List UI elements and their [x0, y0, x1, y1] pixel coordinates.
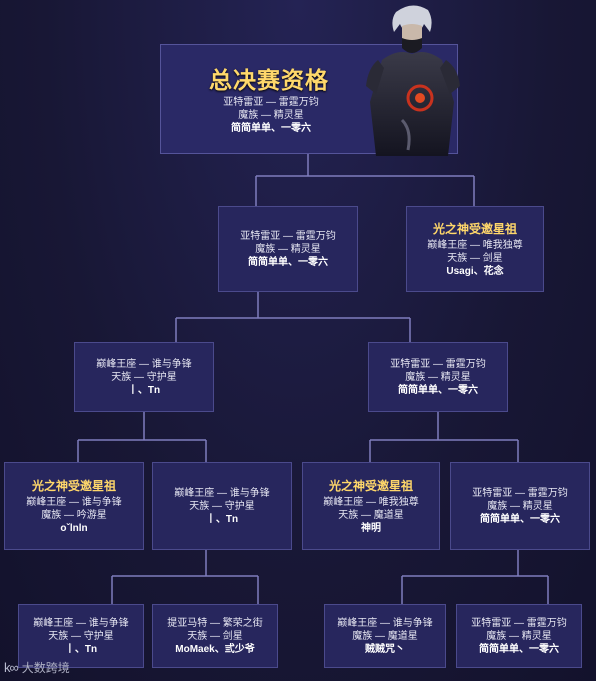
level4-box-1-line-1: 巅峰王座 — 谁与争锋 — [33, 617, 129, 629]
hero-character-image — [366, 5, 460, 156]
level1-right-line-2: 天族 — 剑星 — [447, 253, 503, 264]
level3-box-4: 亚特雷亚 — 雷霆万钧 魔族 — 精灵星 简简单单、一零六 — [450, 462, 590, 550]
level4-box-2-line-2: 天族 — 剑星 — [187, 630, 243, 642]
level1-left-box: 亚特雷亚 — 雷霆万钧 魔族 — 精灵星 简简单单、一零六 — [218, 206, 358, 292]
level1-right-title: 光之神受邀星祖 — [432, 222, 517, 236]
kk-logo-icon: k∞ — [4, 660, 19, 675]
level4-box-1-line-2: 天族 — 守护星 — [48, 630, 114, 642]
watermark-logo: k∞ 大数跨境 — [4, 659, 70, 676]
level4-box-1-players: 丨、Tn — [64, 643, 98, 655]
level3-box-1: 光之神受邀星祖 巅峰王座 — 谁与争锋 魔族 — 吟游星 oˇlnln — [4, 462, 144, 550]
level4-box-3-players: 贼贼咒丶 — [365, 643, 405, 655]
level3-box-3: 光之神受邀星祖 巅峰王座 — 唯我独尊 天族 — 魔道星 神明 — [302, 462, 440, 550]
level2-left-line-2: 天族 — 守护星 — [111, 371, 177, 383]
level3-box-4-line-2: 魔族 — 精灵星 — [487, 500, 553, 512]
level3-box-3-line-1: 巅峰王座 — 唯我独尊 — [323, 497, 419, 508]
level1-left-players: 简简单单、一零六 — [248, 256, 328, 268]
level3-box-3-title: 光之神受邀星祖 — [328, 479, 413, 493]
level4-box-2-players: MoMaek、弎少爷 — [175, 643, 255, 655]
level4-box-4-players: 简简单单、一零六 — [479, 643, 559, 655]
watermark-text: 大数跨境 — [21, 661, 70, 675]
level3-box-1-line-2: 魔族 — 吟游星 — [41, 510, 107, 521]
level2-right-box: 亚特雷亚 — 雷霆万钧 魔族 — 精灵星 简简单单、一零六 — [368, 342, 508, 412]
level3-box-1-line-1: 巅峰王座 — 谁与争锋 — [26, 497, 122, 508]
level1-right-players: Usagi、花念 — [446, 266, 504, 277]
level3-box-3-line-2: 天族 — 魔道星 — [338, 510, 404, 521]
level4-box-2: 提亚马特 — 繁荣之街 天族 — 剑星 MoMaek、弎少爷 — [152, 604, 278, 668]
root-line-2: 魔族 — 精灵星 — [238, 109, 304, 121]
level2-left-line-1: 巅峰王座 — 谁与争锋 — [96, 358, 192, 370]
final-qualification-title: 总决赛资格 — [209, 66, 329, 93]
level1-left-line-1: 亚特雷亚 — 雷霆万钧 — [240, 230, 336, 242]
level3-box-2-line-2: 天族 — 守护星 — [189, 500, 255, 512]
level4-box-2-line-1: 提亚马特 — 繁荣之街 — [167, 617, 263, 629]
level1-right-box: 光之神受邀星祖 巅峰王座 — 唯我独尊 天族 — 剑星 Usagi、花念 — [406, 206, 544, 292]
level3-box-2-line-1: 巅峰王座 — 谁与争锋 — [174, 487, 270, 499]
level4-box-3-line-2: 魔族 — 魔道星 — [352, 630, 418, 642]
level3-box-1-title: 光之神受邀星祖 — [31, 479, 116, 493]
level2-right-line-2: 魔族 — 精灵星 — [405, 371, 471, 383]
level4-box-3-line-1: 巅峰王座 — 谁与争锋 — [337, 617, 433, 629]
level3-box-3-players: 神明 — [361, 523, 381, 534]
level4-box-4-line-1: 亚特雷亚 — 雷霆万钧 — [471, 617, 567, 629]
level3-box-2-players: 丨、Tn — [205, 513, 239, 525]
level4-box-3: 巅峰王座 — 谁与争锋 魔族 — 魔道星 贼贼咒丶 — [324, 604, 446, 668]
level2-left-box: 巅峰王座 — 谁与争锋 天族 — 守护星 丨、Tn — [74, 342, 214, 412]
level3-box-2: 巅峰王座 — 谁与争锋 天族 — 守护星 丨、Tn — [152, 462, 292, 550]
level4-box-1: 巅峰王座 — 谁与争锋 天族 — 守护星 丨、Tn — [18, 604, 144, 668]
root-players: 简简单单、一零六 — [231, 122, 311, 134]
level1-right-line-1: 巅峰王座 — 唯我独尊 — [427, 240, 523, 251]
level2-right-players: 简简单单、一零六 — [398, 384, 478, 396]
level3-box-1-players: oˇlnln — [60, 523, 88, 534]
level3-box-4-players: 简简单单、一零六 — [480, 513, 560, 525]
level2-right-line-1: 亚特雷亚 — 雷霆万钧 — [390, 358, 486, 370]
level3-box-4-line-1: 亚特雷亚 — 雷霆万钧 — [472, 487, 568, 499]
root-line-1: 亚特雷亚 — 雷霆万钧 — [223, 96, 319, 108]
level1-left-line-2: 魔族 — 精灵星 — [255, 243, 321, 255]
level4-box-4-line-2: 魔族 — 精灵星 — [486, 630, 552, 642]
level2-left-players: 丨、Tn — [127, 384, 161, 396]
level4-box-4: 亚特雷亚 — 雷霆万钧 魔族 — 精灵星 简简单单、一零六 — [456, 604, 582, 668]
